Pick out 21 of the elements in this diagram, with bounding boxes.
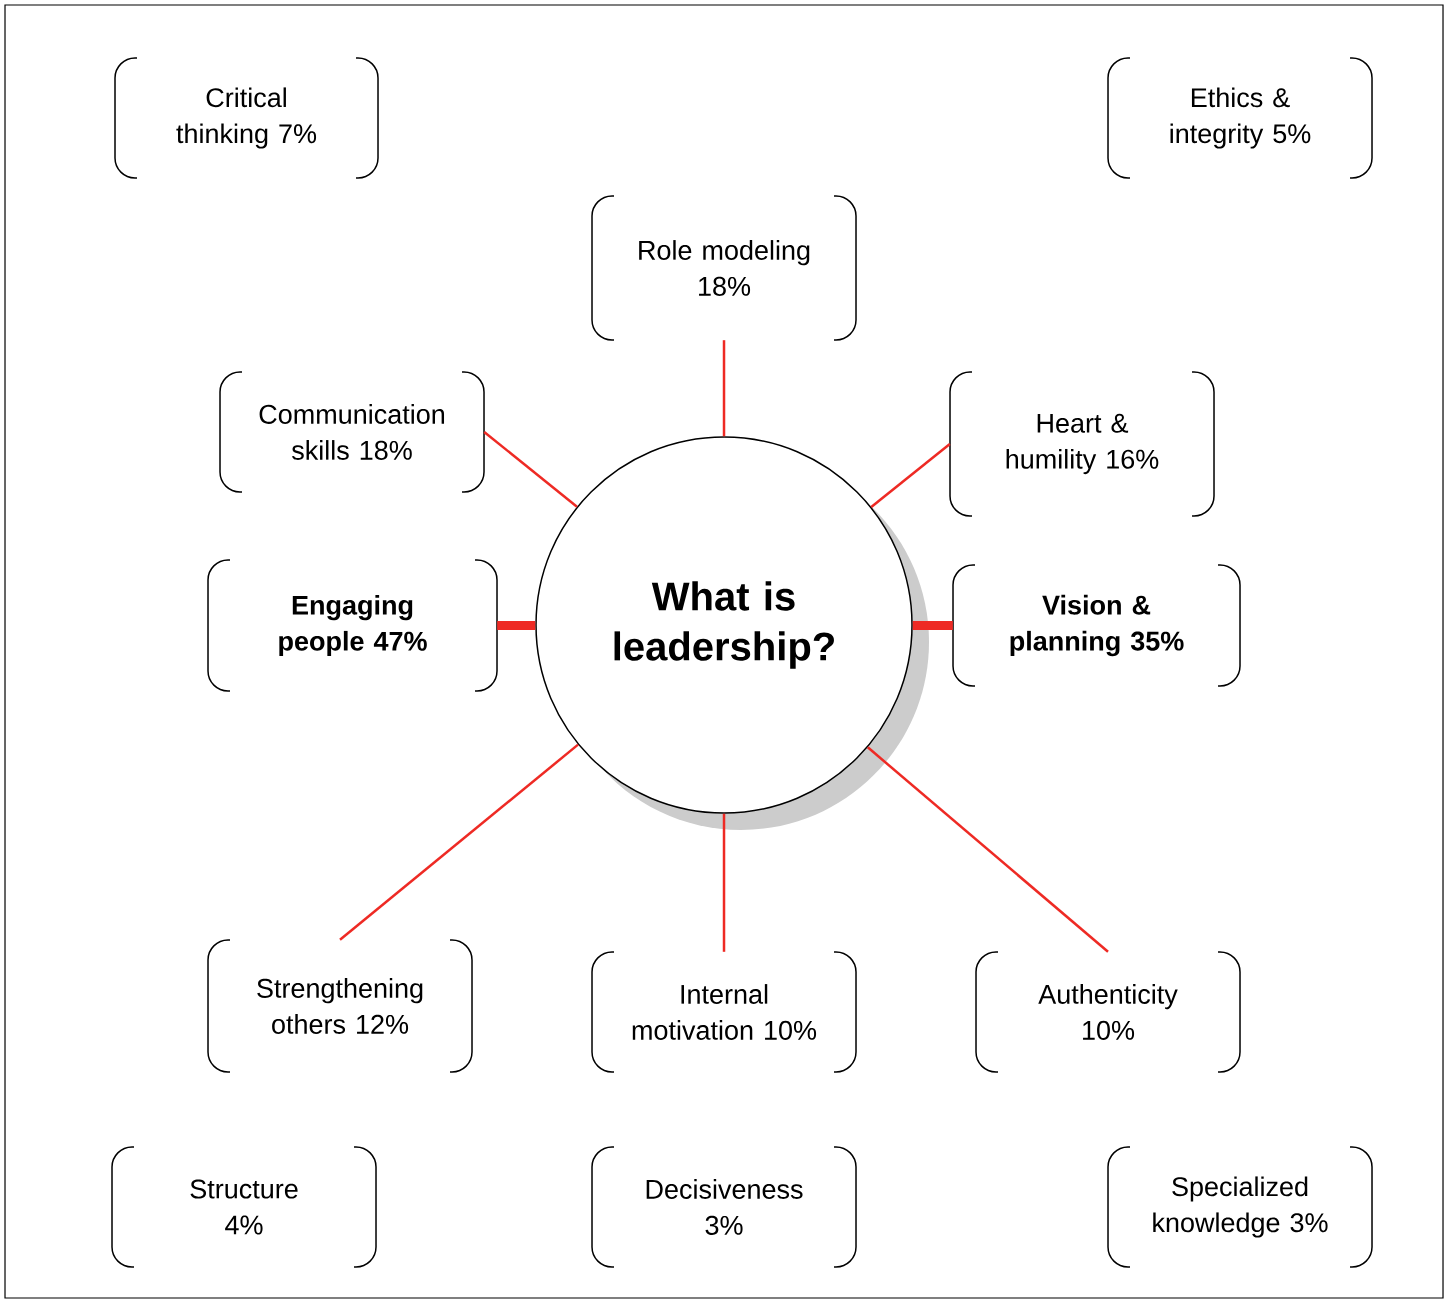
bracket-box: Engaging people 47% (207, 559, 498, 692)
bracket-box: Ethics & integrity 5% (1107, 57, 1373, 179)
bracket-box: Decisiveness 3% (591, 1146, 857, 1268)
connector-line (497, 620, 536, 630)
bracket-box: Vision & planning 35% (952, 564, 1241, 687)
bracket-box: Heart & humility 16% (949, 371, 1215, 517)
connector-line (866, 746, 1109, 953)
connector-line (722, 813, 726, 952)
connector-line (722, 340, 726, 437)
bracket-box: Role modeling 18% (591, 195, 857, 341)
bracket-box: Critical thinking 7% (114, 57, 379, 179)
connector-line (912, 620, 953, 630)
connector-line (339, 743, 579, 941)
bracket-box: Specialized knowledge 3% (1107, 1146, 1373, 1268)
bracket-box: Internal motivation 10% (591, 951, 857, 1073)
connector-line (483, 431, 578, 508)
connector-line (870, 443, 951, 508)
bracket-box: Strengthening others 12% (207, 939, 473, 1073)
bracket-box: Communication skills 18% (219, 371, 485, 493)
bracket-box: Structure 4% (111, 1146, 377, 1268)
bracket-box: Authenticity 10% (975, 951, 1241, 1073)
